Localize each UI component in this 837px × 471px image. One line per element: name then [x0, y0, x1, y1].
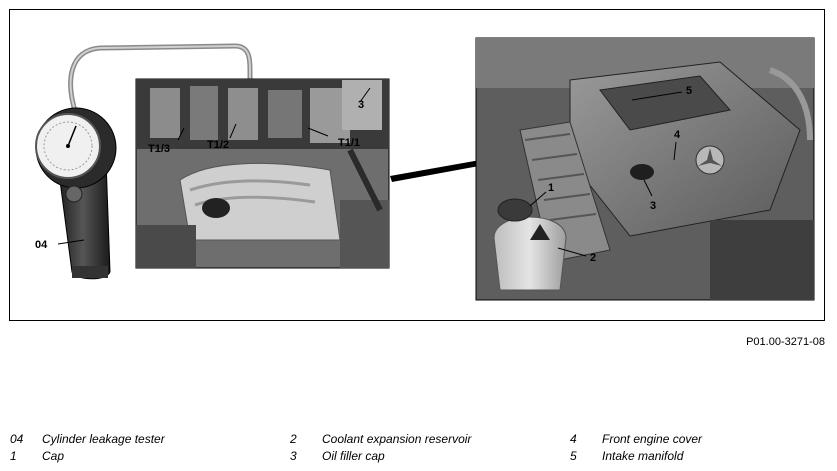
legend-number: 1 [10, 449, 17, 463]
callout-reservoir: 2 [590, 252, 596, 264]
figure-id: P01.00-3271-08 [746, 336, 825, 348]
callout-oil-cap-left: 3 [358, 99, 364, 111]
legend-number: 5 [570, 449, 577, 463]
engine-illustration: 04 T1/3 T1/2 T1/1 3 [35, 37, 815, 301]
cylinder-leakage-tester [35, 107, 117, 280]
callout-t12: T1/2 [207, 139, 229, 151]
callout-cap: 1 [548, 182, 554, 194]
callout-t11: T1/1 [338, 137, 360, 149]
legend-label: Intake manifold [602, 449, 684, 463]
legend-label: Oil filler cap [322, 449, 385, 463]
legend-label: Front engine cover [602, 432, 703, 446]
callout-tester: 04 [35, 239, 48, 251]
legend-number: 2 [290, 432, 297, 446]
legend-number: 4 [570, 432, 577, 446]
left-engine-view [135, 78, 390, 269]
callout-intake: 5 [686, 85, 692, 97]
legend-number: 3 [290, 449, 297, 463]
legend-label: Coolant expansion reservoir [322, 432, 472, 446]
engine-figure: 04 T1/3 T1/2 T1/1 3 [9, 9, 825, 321]
legend-number: 04 [10, 432, 24, 446]
right-engine-view [475, 37, 815, 301]
callout-t13: T1/3 [148, 143, 170, 155]
callout-oil-cap-right: 3 [650, 200, 656, 212]
legend-label: Cylinder leakage tester [42, 432, 165, 446]
legend-label: Cap [42, 449, 65, 463]
callout-front-cover: 4 [674, 129, 681, 141]
